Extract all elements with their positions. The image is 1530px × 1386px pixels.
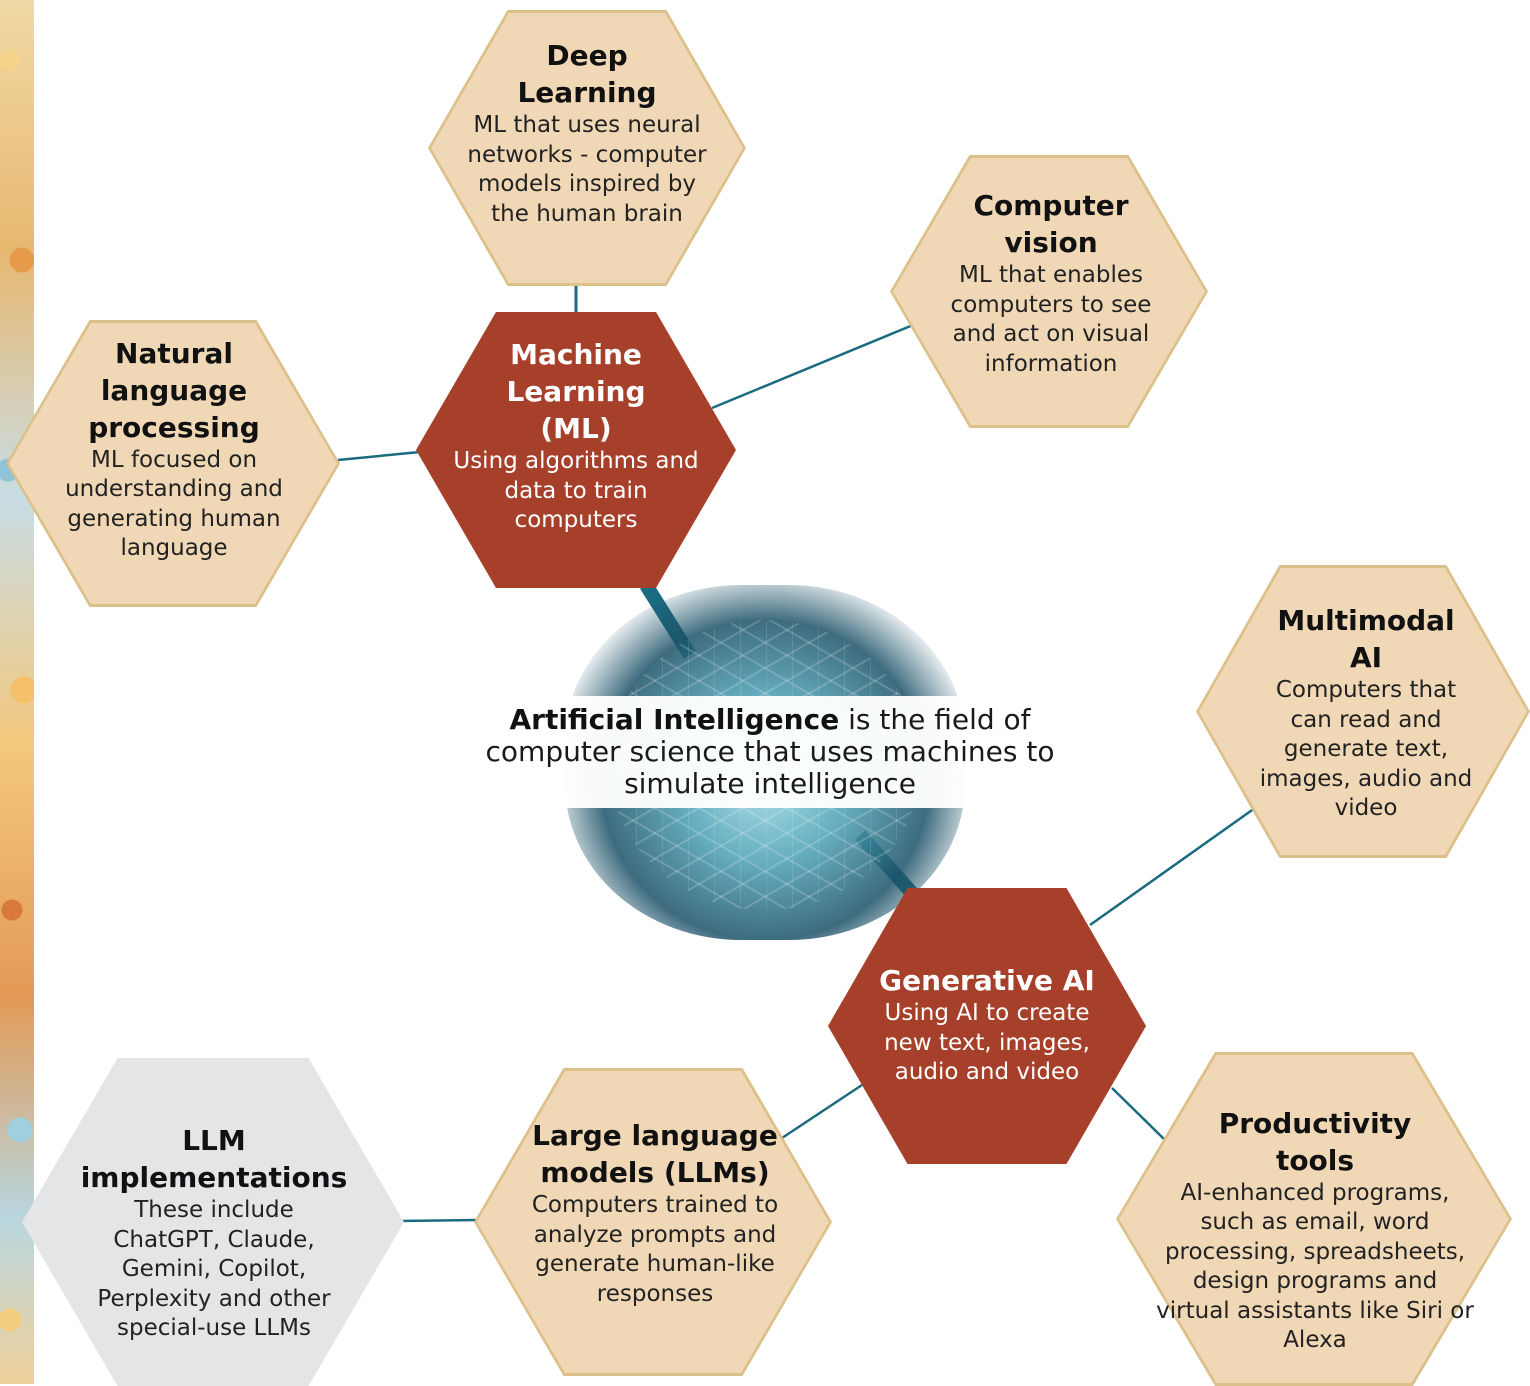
hex-llms: [477, 1071, 829, 1373]
connector-gen-ai-multimodal: [1089, 806, 1256, 927]
node-llms: Large language models (LLMs) Computers t…: [510, 1078, 800, 1348]
computer-vision-desc: ML that enables computers to see and act…: [950, 262, 1152, 377]
decorative-edge-strip: [0, 0, 34, 1384]
node-computer-vision: Computer vision ML that enables computer…: [920, 178, 1182, 388]
connector-gen-ai-productivity: [1111, 1087, 1166, 1141]
generative-ai-title: Generative AI: [879, 964, 1095, 998]
multimodal-desc: Computers that can read and generate tex…: [1259, 677, 1473, 822]
llms-title: Large language models (LLMs): [532, 1119, 778, 1189]
hex-computer-vision: [893, 158, 1205, 425]
deep-learning-title: Deep Learning: [517, 39, 657, 109]
connector-nlp-ml: [337, 450, 421, 462]
llms-desc: Computers trained to analyze prompts and…: [531, 1192, 779, 1307]
node-machine-learning: Machine Learning (ML) Using algorithms a…: [446, 322, 706, 550]
node-deep-learning: Deep Learning ML that uses neural networ…: [458, 15, 716, 251]
center-definition: Artificial Intelligence is the field of …: [450, 696, 1090, 808]
connector-gen-ai-llms: [781, 1083, 863, 1140]
center-term: Artificial Intelligence: [509, 703, 840, 736]
nlp-desc: ML focused on understanding and generati…: [65, 446, 283, 562]
computer-vision-title: Computer vision: [973, 189, 1129, 259]
hex-deep-learning: [431, 13, 743, 283]
machine-learning-desc: Using algorithms and data to train compu…: [453, 448, 699, 534]
connector-ml-computer-vision: [711, 323, 914, 410]
llm-implementations-title: LLM implementations: [80, 1124, 348, 1195]
nlp-title: Natural language processing: [88, 336, 260, 444]
center-definition-text: is the field of computer science that us…: [485, 703, 1055, 800]
node-nlp: Natural language processing ML focused o…: [36, 330, 312, 568]
productivity-title: Productivity tools: [1218, 1106, 1412, 1177]
multimodal-title: Multimodal AI: [1277, 604, 1455, 675]
productivity-desc: AI-enhanced programs, such as email, wor…: [1156, 1179, 1474, 1354]
node-generative-ai: Generative AI Using AI to create new tex…: [858, 945, 1116, 1105]
connector-llms-llm-impl: [397, 1218, 479, 1223]
deep-learning-desc: ML that uses neural networks - computer …: [467, 112, 707, 227]
llm-implementations-desc: These include ChatGPT, Claude, Gemini, C…: [97, 1197, 331, 1342]
generative-ai-desc: Using AI to create new text, images, aud…: [884, 1000, 1090, 1086]
node-llm-implementations: LLM implementations These include ChatGP…: [64, 1088, 364, 1378]
hex-generative-ai: [828, 888, 1146, 1164]
machine-learning-title: Machine Learning (ML): [506, 338, 646, 446]
node-multimodal: Multimodal AI Computers that can read an…: [1236, 598, 1496, 828]
node-productivity: Productivity tools AI-enhanced programs,…: [1150, 1085, 1480, 1375]
